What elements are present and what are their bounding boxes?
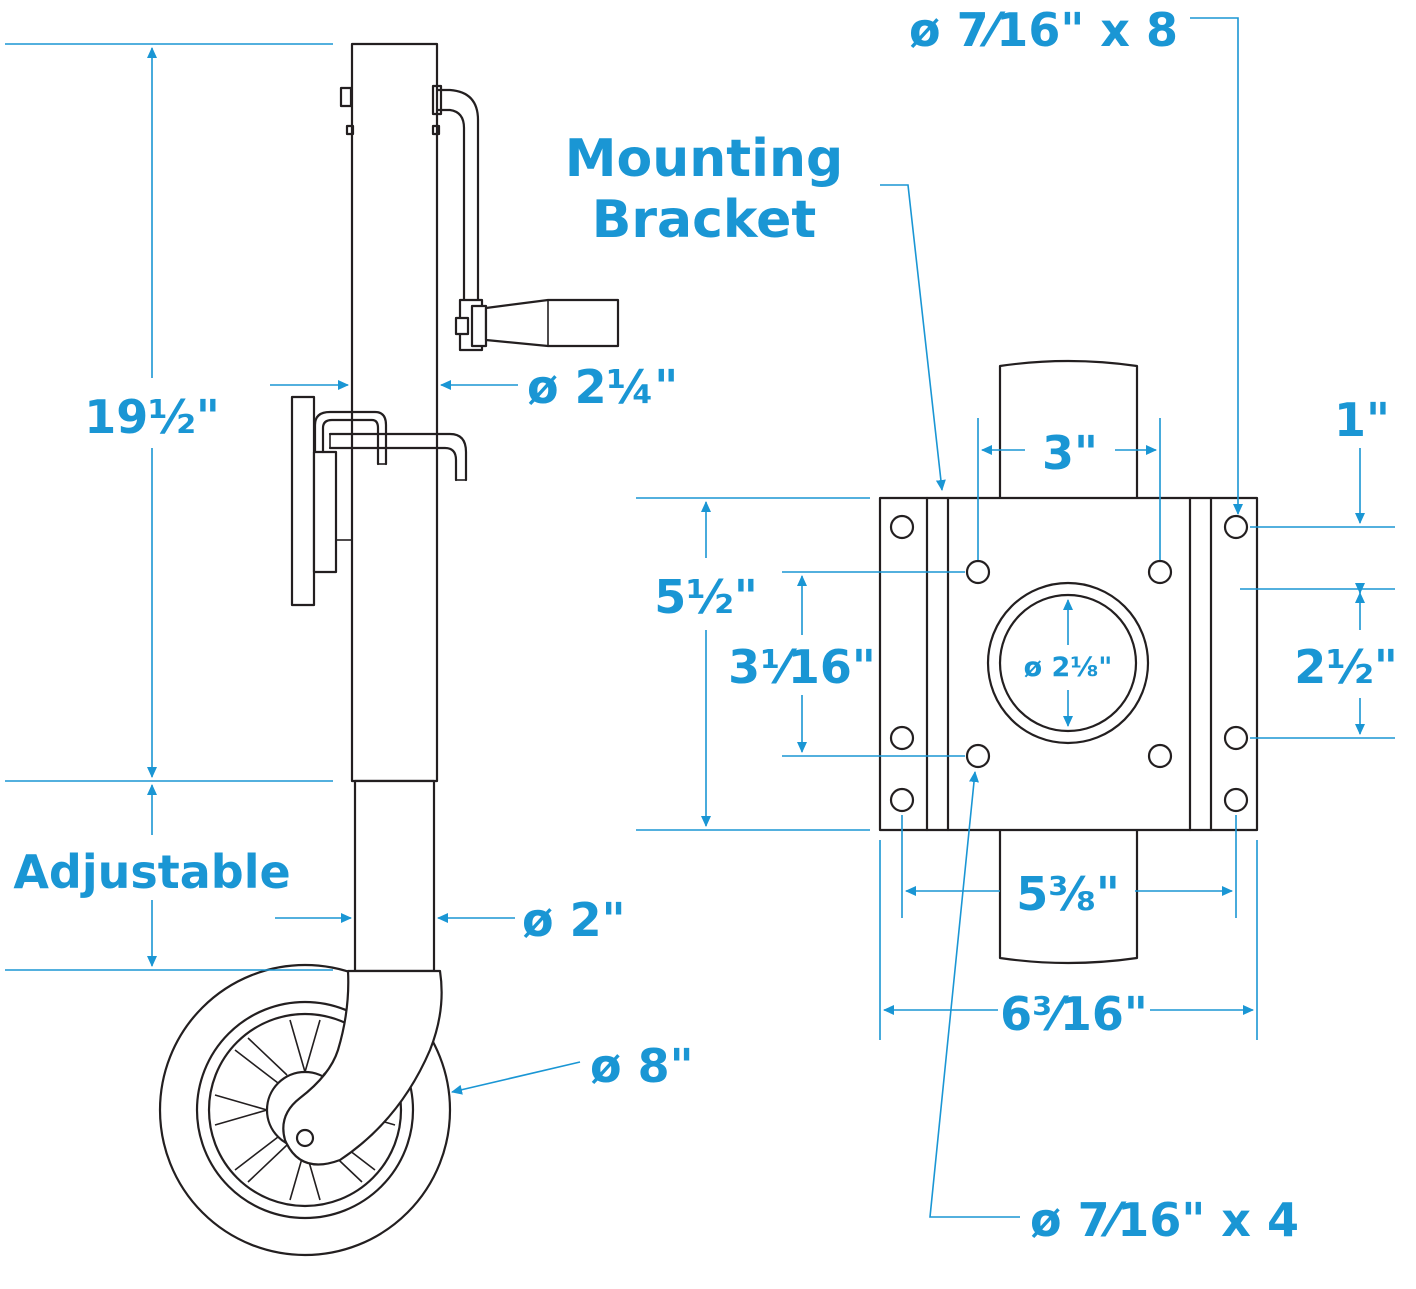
width-5-3-8-label: 5⅜" [1016, 867, 1120, 921]
trailer-jack-drawing [158, 42, 620, 1257]
spacing-3-1-16-label: 3¹⁄16" [728, 640, 876, 694]
top-holes-label: ø 7⁄16" x 8 [909, 3, 1178, 57]
mounting-bracket-label-line1: Mounting [565, 129, 843, 189]
tube-diameter-label: ø 2¼" [527, 360, 678, 414]
width-3-label: 3" [1042, 426, 1098, 480]
center-hole-label: ø 2⅛" [1024, 652, 1113, 683]
wheel-diameter-label: ø 8" [590, 1039, 694, 1093]
overall-height-label: 19½" [84, 390, 220, 444]
bottom-holes-label: ø 7⁄16" x 4 [1030, 1193, 1299, 1247]
adjustable-label: Adjustable [13, 845, 290, 899]
dimension-lines [5, 17, 1395, 1218]
spacing-1-label: 1" [1334, 393, 1390, 447]
width-6-3-16-label: 6³⁄16" [1000, 987, 1148, 1041]
inner-tube-diameter-label: ø 2" [522, 893, 626, 947]
mounting-bracket-drawing [878, 359, 1259, 965]
spacing-2-5-label: 2½" [1294, 640, 1398, 694]
height-5-5-label: 5½" [654, 570, 758, 624]
mounting-bracket-label-line2: Bracket [592, 190, 817, 250]
